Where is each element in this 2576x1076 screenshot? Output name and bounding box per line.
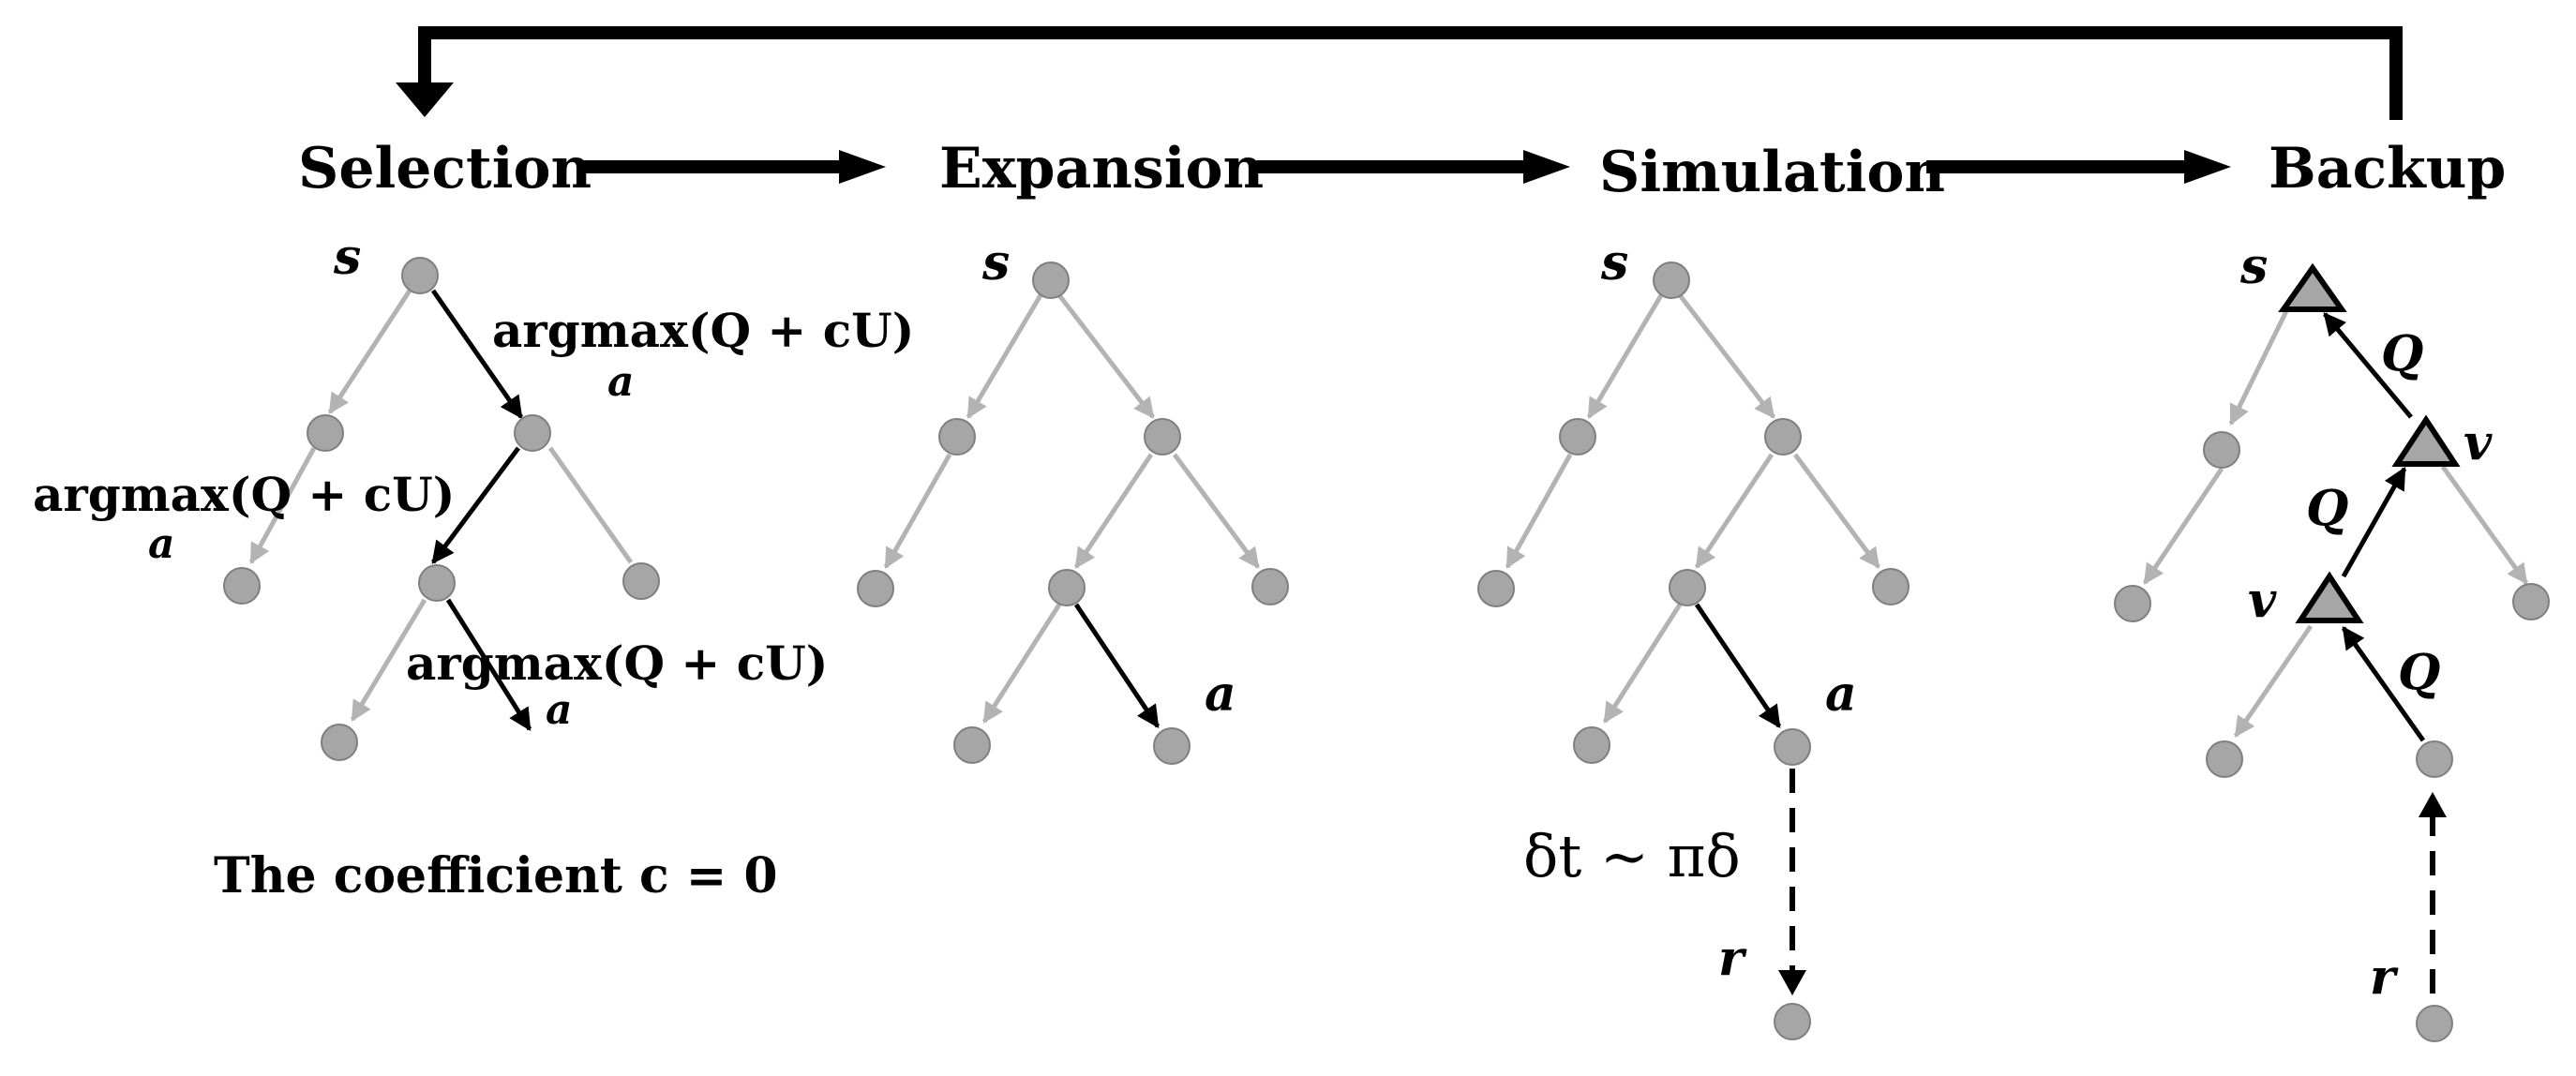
- tree-node: [2416, 740, 2453, 778]
- flow-arrow-selection-expansion: [577, 150, 886, 184]
- selection-formula: argmax(Q + cU): [492, 303, 914, 358]
- backup-value-node: [2278, 262, 2347, 312]
- selection-formula: argmax(Q + cU): [33, 467, 455, 522]
- tree-node: [1573, 726, 1610, 764]
- state-label: s: [333, 229, 361, 286]
- q-label: Q: [2381, 325, 2423, 382]
- tree-node: [2114, 585, 2151, 622]
- stage-title-backup: Backup: [2269, 136, 2506, 202]
- stage-title-expansion: Expansion: [939, 136, 1264, 202]
- state-label: s: [1600, 234, 1628, 291]
- tree-node: [401, 257, 439, 294]
- tree-node: [2512, 583, 2550, 620]
- expansion-tree: s a: [857, 234, 1289, 765]
- tree-node: [857, 570, 894, 607]
- tree-node: [1872, 568, 1910, 605]
- backup-value-node: [2391, 414, 2461, 467]
- backup-tree: s Q v Q v Q r: [2114, 238, 2550, 1042]
- tree-node: [307, 414, 344, 452]
- value-label: v: [2248, 572, 2277, 629]
- new-leaf-node: [1153, 727, 1191, 765]
- tree-node: [1251, 568, 1289, 605]
- tree-node: [622, 562, 660, 600]
- state-label: s: [2239, 238, 2268, 295]
- stage-title-simulation: Simulation: [1599, 140, 1945, 205]
- rollout-policy-label: δt ~ πδ: [1523, 822, 1741, 890]
- action-label: a: [1825, 665, 1857, 723]
- terminal-node: [1774, 1003, 1811, 1040]
- tree-node: [2206, 740, 2243, 778]
- state-label: s: [981, 234, 1010, 291]
- tree-node: [1559, 418, 1596, 456]
- reward-label: r: [1718, 930, 1747, 987]
- tree-node: [1048, 569, 1086, 606]
- tree-node: [321, 724, 358, 761]
- reward-label: r: [2370, 949, 2399, 1006]
- simulation-tree: s a δt ~ πδ r: [1477, 234, 1910, 1040]
- tree-node: [1653, 262, 1690, 299]
- selection-formula-subscript: a: [546, 686, 573, 734]
- tree-node: [1764, 418, 1802, 456]
- flow-arrow-expansion-simulation: [1256, 150, 1570, 184]
- selection-coefficient-note: The coefficient c = 0: [214, 847, 778, 904]
- tree-node: [514, 414, 551, 452]
- tree-node: [223, 567, 261, 605]
- tree-node: [938, 418, 976, 456]
- selection-tree: s argmax(Q + cU) a argmax(Q + cU) a argm…: [33, 229, 914, 904]
- tree-node: [1144, 418, 1181, 456]
- tree-node: [1032, 262, 1070, 299]
- flow-arrow-simulation-backup: [1926, 150, 2231, 184]
- action-label: a: [1205, 665, 1236, 723]
- q-label: Q: [2398, 644, 2440, 701]
- q-label: Q: [2306, 480, 2348, 537]
- simulated-node: [1774, 728, 1811, 766]
- stage-title-selection: Selection: [298, 136, 592, 202]
- selection-formula: argmax(Q + cU): [406, 635, 828, 691]
- tree-node: [418, 564, 456, 602]
- value-label: v: [2464, 414, 2493, 471]
- tree-node: [1669, 569, 1706, 606]
- tree-node: [2203, 431, 2240, 469]
- tree-node: [1477, 570, 1515, 607]
- tree-node: [953, 726, 991, 764]
- selection-formula-subscript: a: [607, 358, 635, 406]
- terminal-node: [2416, 1005, 2453, 1042]
- feedback-loop-arrow: [396, 26, 2403, 120]
- selection-formula-subscript: a: [148, 520, 175, 568]
- backup-value-node: [2295, 571, 2364, 623]
